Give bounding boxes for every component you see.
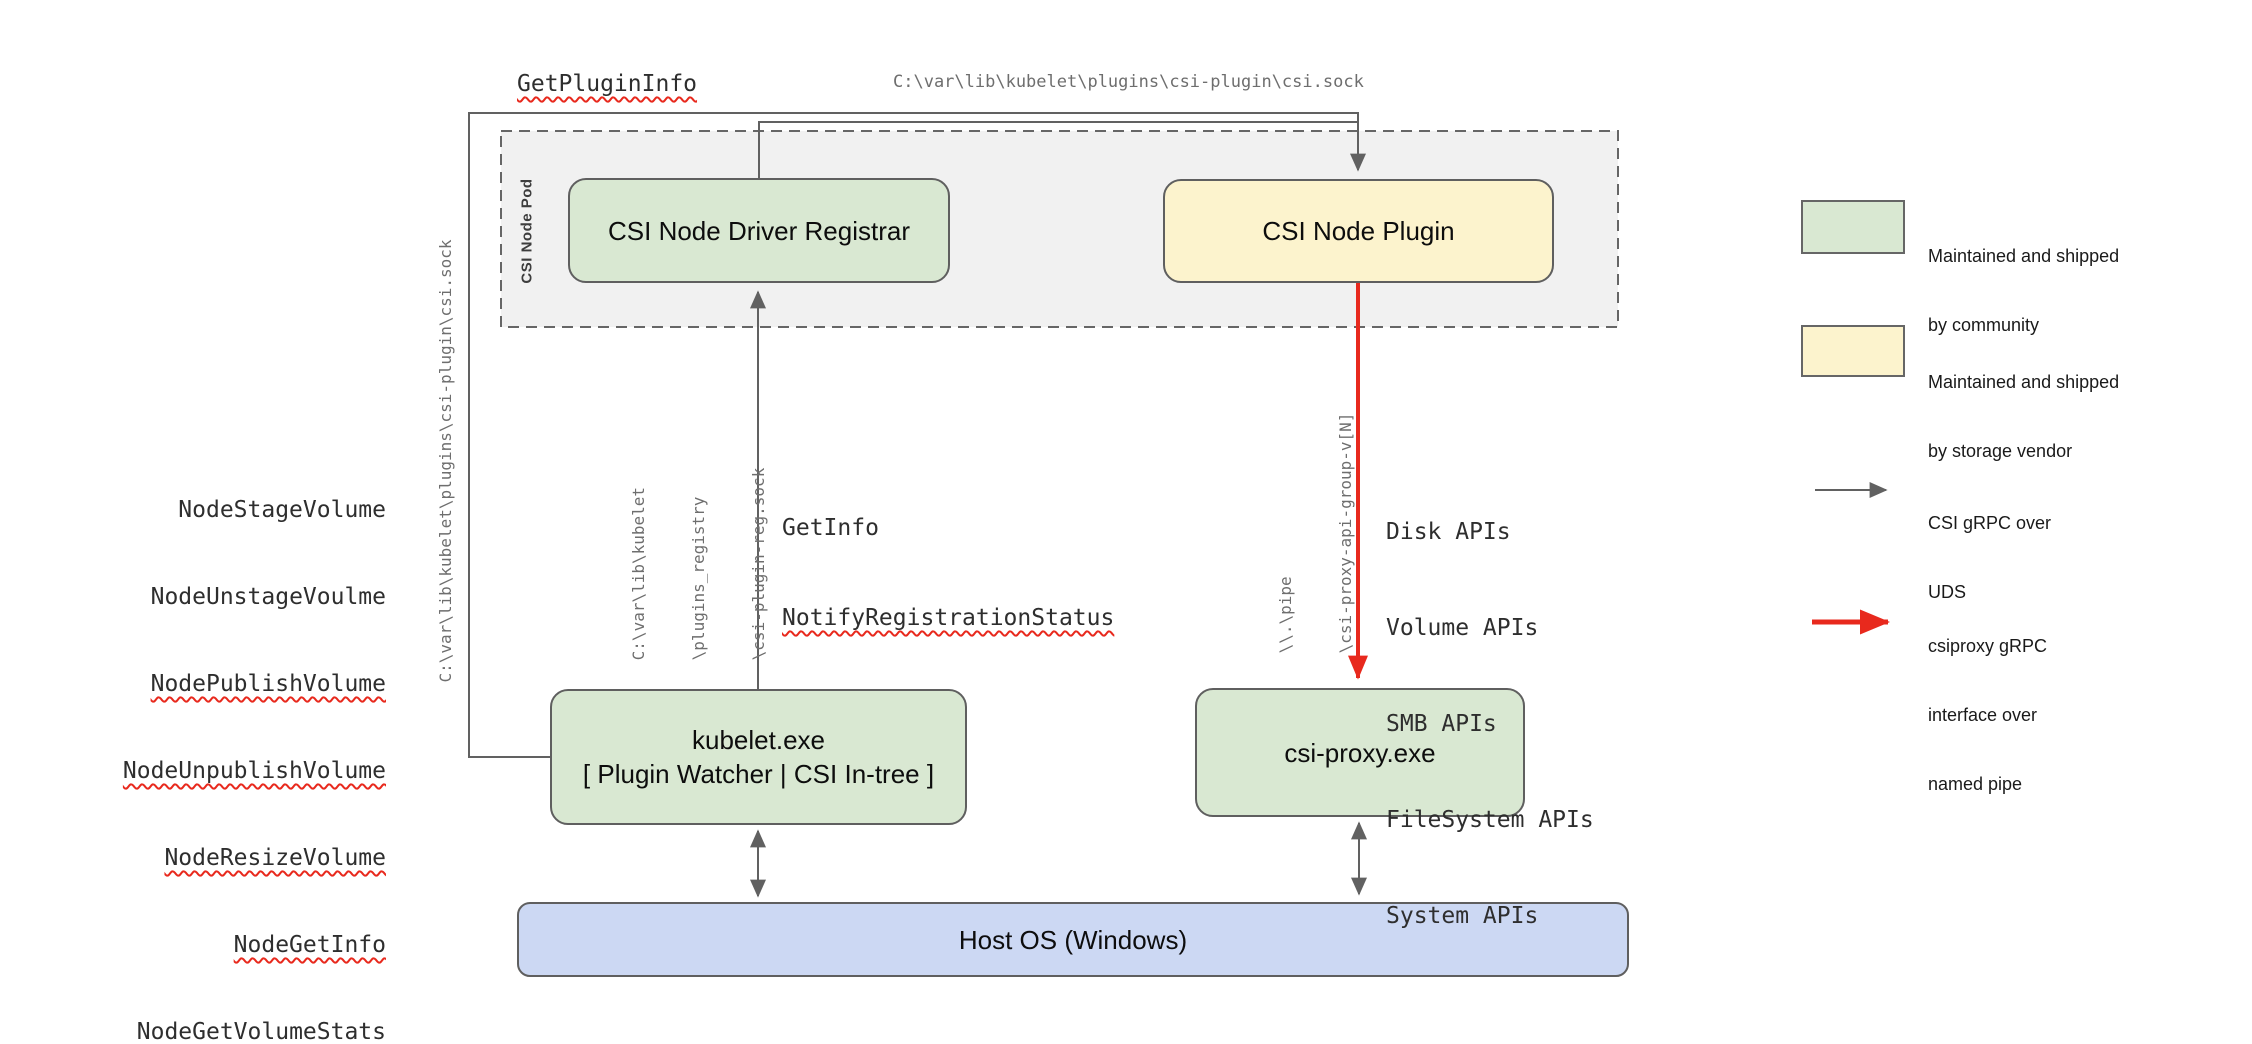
registry-sock-line1: C:\var\lib\kubelet <box>629 486 648 661</box>
legend-community-swatch <box>1801 200 1905 254</box>
legend-uds-line1: CSI gRPC over <box>1928 513 2052 533</box>
host-os-node: Host OS (Windows) <box>517 902 1629 977</box>
node-rpc-unstagevolume: NodeUnstageVoulme <box>150 584 386 610</box>
pipe-path-label: \\.\pipe \csi-proxy-api-group-v[N] <box>1236 413 1396 654</box>
csi-proxy-label: csi-proxy.exe <box>1284 737 1436 768</box>
node-rpc-list: NodeStageVolume NodeUnstageVoulme NodePu… <box>60 438 386 1044</box>
legend-namedpipe-text: csiproxy gRPC interface over named pipe <box>1928 589 2047 842</box>
node-rpc-getvolumestats: NodeGetVolumeStats <box>136 1019 386 1044</box>
legend-community-line1: Maintained and shipped <box>1928 246 2120 266</box>
uds-kubelet-to-plugin-arrow <box>468 112 1366 758</box>
host-os-label: Host OS (Windows) <box>958 924 1188 955</box>
legend-uds-text: CSI gRPC over UDS <box>1928 466 2051 650</box>
node-rpc-unpublishvolume: NodeUnpublishVolume <box>122 758 386 784</box>
csi-node-plugin-label: CSI Node Plugin <box>1262 216 1455 246</box>
getinfo-label: GetInfo <box>782 515 879 541</box>
api-disk: Disk APIs <box>1386 519 1511 545</box>
api-filesystem: FileSystem APIs <box>1386 807 1594 833</box>
registration-rpc-list: GetInfo NotifyRegistrationStatus <box>782 453 1114 693</box>
legend-namedpipe-line1: csiproxy gRPC <box>1928 636 2048 656</box>
registry-sock-path-label: C:\var\lib\kubelet \plugins_registry \cs… <box>589 468 809 661</box>
api-system: System APIs <box>1386 903 1539 929</box>
pipe-line2: \csi-proxy-api-group-v[N] <box>1336 412 1355 654</box>
node-rpc-stagevolume: NodeStageVolume <box>178 497 386 523</box>
csi-sock-left-path-label: C:\var\lib\kubelet\plugins\csi-plugin\cs… <box>436 239 455 683</box>
legend-community-text: Maintained and shipped by community <box>1928 199 2119 383</box>
csi-sock-top-path-label: C:\var\lib\kubelet\plugins\csi-plugin\cs… <box>893 72 1364 92</box>
legend-uds-line2: UDS <box>1928 582 1967 602</box>
proxy-api-list: Disk APIs Volume APIs SMB APIs FileSyste… <box>1386 452 1594 996</box>
registry-sock-line2: \plugins_registry <box>689 496 708 661</box>
pipe-line1: \\.\pipe <box>1276 576 1295 654</box>
getplugininfo-label: GetPluginInfo <box>517 71 698 97</box>
node-rpc-publishvolume: NodePublishVolume <box>150 671 386 697</box>
legend-namedpipe-line2: interface over <box>1928 705 2038 725</box>
legend-vendor-line1: Maintained and shipped <box>1928 372 2120 392</box>
registry-sock-line3: \csi-plugin-reg.sock <box>749 467 768 661</box>
csi-node-driver-registrar-label: CSI Node Driver Registrar <box>608 215 910 246</box>
legend-vendor-swatch <box>1801 325 1905 377</box>
api-volume: Volume APIs <box>1386 615 1539 641</box>
legend-vendor-text: Maintained and shipped by storage vendor <box>1928 325 2119 509</box>
legend-community-line2: by community <box>1928 315 2040 335</box>
csi-proxy-node: csi-proxy.exe <box>1195 688 1525 817</box>
legend-vendor-line2: by storage vendor <box>1928 441 2073 461</box>
notifyregistrationstatus-label: NotifyRegistrationStatus <box>782 605 1115 631</box>
kubelet-label-line2: [ Plugin Watcher | CSI In-tree ] <box>582 759 935 789</box>
node-rpc-getinfo: NodeGetInfo <box>233 932 386 958</box>
legend-namedpipe-line3: named pipe <box>1928 774 2023 794</box>
uds-registrar-to-plugin-path <box>758 121 1358 178</box>
kubelet-label-line1: kubelet.exe <box>692 725 825 755</box>
kubelet-node: kubelet.exe [ Plugin Watcher | CSI In-tr… <box>550 689 967 825</box>
csi-node-plugin-node: CSI Node Plugin <box>1163 179 1554 283</box>
csi-node-driver-registrar-node: CSI Node Driver Registrar <box>568 178 950 283</box>
node-rpc-resizevolume: NodeResizeVolume <box>164 845 386 871</box>
csi-node-pod-label: CSI Node Pod <box>518 178 536 284</box>
api-smb: SMB APIs <box>1386 711 1497 737</box>
